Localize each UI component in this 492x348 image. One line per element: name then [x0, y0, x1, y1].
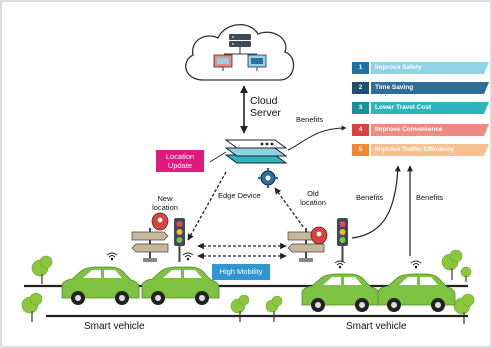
traffic-light-icon: [337, 218, 348, 262]
old-location-edge-arrow: [274, 187, 305, 229]
edge-device-label: Edge Device: [218, 191, 261, 200]
traffic-light-icon: [174, 218, 185, 262]
gear-icon: [258, 168, 278, 188]
benefit-label: Improve Traffic Efficiency: [371, 144, 489, 156]
smart-vehicle-label-right: Smart vehicle: [346, 321, 407, 332]
smart-vehicle-label-left: Smart vehicle: [84, 321, 145, 332]
car-icon: [377, 273, 456, 312]
car-icon: [141, 266, 220, 305]
benefits-curve: [287, 125, 347, 151]
high-mobility-badge: High Mobility: [212, 264, 270, 280]
benefit-number: 5: [352, 144, 369, 156]
tree-icon: [21, 292, 43, 322]
signpost-icon: [131, 228, 169, 262]
car-icon: [61, 266, 140, 305]
map-pin-icon: [310, 226, 328, 245]
old-location-label: Old location: [300, 189, 326, 207]
edge-device-icon: [224, 139, 288, 164]
benefit-number: 2: [352, 82, 369, 94]
benefit-label: Improve Convenience: [371, 124, 489, 136]
benefit-label: Lower Travel Cost: [371, 102, 489, 114]
wifi-icon: [334, 260, 346, 269]
wifi-icon: [410, 260, 422, 269]
map-pin-icon: [151, 212, 169, 231]
benefit-number: 3: [352, 102, 369, 114]
edge-new-location-arrow: [187, 171, 227, 241]
wifi-icon: [106, 252, 118, 261]
new-location-label: New location: [152, 194, 178, 212]
server-icon: [213, 34, 267, 71]
benefits-label-top: Benefits: [296, 115, 324, 124]
benefit-label: Improve Safety: [371, 62, 489, 74]
location-update-connector: [209, 151, 227, 163]
tree-icon: [31, 255, 53, 284]
benefit-number: 4: [352, 124, 369, 136]
tree-icon: [265, 295, 283, 322]
tree-icon: [460, 266, 472, 282]
tree-icon: [453, 293, 475, 324]
wifi-icon: [182, 252, 194, 261]
tree-icon: [230, 294, 250, 322]
tree-icon: [441, 249, 463, 280]
cloud-server-label: Cloud Server: [250, 95, 281, 119]
benefits-label-left: Benefits: [356, 193, 384, 202]
benefit-number: 1: [352, 62, 369, 74]
location-update-badge: Location Update: [156, 150, 204, 172]
benefits-label-right: Benefits: [416, 193, 444, 202]
car-icon: [301, 273, 380, 312]
benefits-arrow-left: [351, 165, 401, 239]
benefit-label: Time Saving: [371, 82, 489, 94]
